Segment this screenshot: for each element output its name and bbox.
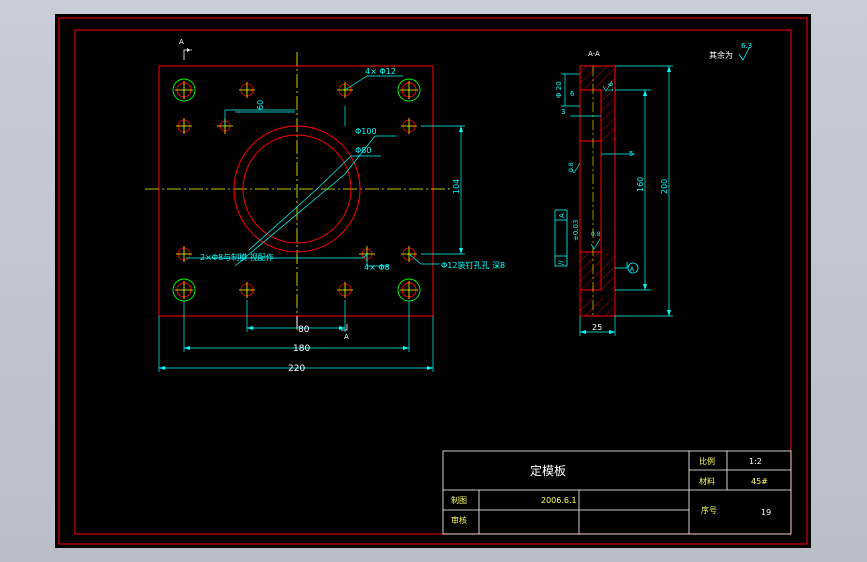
- svg-text:其余为: 其余为: [709, 50, 733, 60]
- hatch-upper: [601, 90, 615, 141]
- inner-frame: [74, 29, 792, 535]
- small-holes: [175, 81, 418, 299]
- section-mark-bottom: A: [296, 316, 349, 341]
- checked-label: 审核: [451, 515, 467, 525]
- corner-hole: [172, 78, 196, 102]
- svg-text:A: A: [344, 333, 349, 341]
- note-bore-outer: Φ100: [355, 127, 377, 136]
- dim-60: 60: [256, 100, 265, 110]
- section-dimension-arrows: [580, 66, 671, 334]
- datum-symbol: A: [615, 262, 639, 274]
- roughness-symbol-icon: [602, 80, 613, 92]
- drawn-date: 2006.6.1: [541, 496, 577, 505]
- dim-160: 160: [636, 177, 645, 192]
- dim-220: 220: [288, 364, 305, 374]
- section-view: A-A 200 160 25 Φ 20 3 6 5: [554, 50, 673, 336]
- hatch-bottom: [580, 298, 615, 316]
- scale-value: 1:2: [749, 457, 762, 466]
- svg-text:A: A: [558, 213, 566, 218]
- svg-text:A: A: [179, 38, 184, 46]
- note-dowel: 2×Φ8与制模 视配作: [200, 252, 274, 262]
- note-4x-phi8: 4× Φ8: [364, 263, 390, 272]
- plan-view: A A 4× Φ12 Φ100 Φ80 2×Φ8与制模 视配作 4× Φ8 Φ1…: [145, 38, 505, 374]
- section-roughness-marks: 1.6 0.8 0.8: [568, 80, 615, 250]
- plan-dimension-lines: [158, 111, 465, 372]
- material-value: 45#: [751, 477, 768, 486]
- dim-phi20: Φ 20: [555, 81, 563, 98]
- svg-text://: //: [557, 260, 565, 265]
- dim-180: 180: [293, 344, 310, 354]
- dim-200: 200: [660, 179, 669, 194]
- section-mark-top: A: [179, 38, 192, 60]
- section-label: A-A: [588, 50, 600, 58]
- dim-80: 80: [298, 325, 310, 335]
- drawn-label: 制图: [451, 495, 467, 505]
- roughness-note: 其余为 6.3: [709, 42, 752, 61]
- plate-outline: [158, 65, 434, 317]
- title-block: 定模板 比例 1:2 材料 45# 制图 2006.6.1 审核 序号 19: [442, 450, 792, 535]
- plan-dimension-arrows: [159, 126, 463, 370]
- dim-25: 25: [592, 323, 602, 332]
- hatch-lower: [580, 252, 615, 290]
- seq-label: 序号: [701, 505, 717, 515]
- dim-104: 104: [452, 179, 461, 194]
- svg-text:0.8: 0.8: [568, 162, 575, 172]
- svg-text:±0.03: ±0.03: [572, 220, 580, 241]
- svg-text:0.8: 0.8: [591, 231, 601, 238]
- leader-lines: [186, 75, 439, 267]
- dim-3: 3: [561, 108, 565, 116]
- drawing-viewport[interactable]: 其余为 6.3: [55, 14, 811, 548]
- part-name: 定模板: [530, 463, 566, 478]
- section-dimension-lines: [561, 65, 673, 336]
- note-4x-phi12: 4× Φ12: [365, 67, 396, 76]
- tolerance-frame: // ±0.03 A: [554, 209, 580, 267]
- note-tapped: Φ12装钉孔孔 深8: [441, 260, 505, 270]
- outer-frame: [58, 17, 808, 545]
- bore-inner-circle: [242, 134, 352, 244]
- svg-text:1.6: 1.6: [608, 82, 615, 92]
- scale-label: 比例: [699, 456, 715, 466]
- bore-outer-circle: [233, 125, 361, 253]
- roughness-symbol-icon: [590, 238, 601, 250]
- svg-text:A: A: [630, 266, 635, 273]
- note-bore-inner: Φ80: [355, 146, 371, 155]
- dim-5: 5: [629, 150, 633, 158]
- roughness-symbol-icon: [738, 47, 750, 61]
- material-label: 材料: [699, 476, 715, 486]
- drawing-canvas: 其余为 6.3: [58, 17, 808, 545]
- roughness-symbol-icon: [570, 162, 581, 174]
- seq-value: 19: [761, 508, 771, 517]
- dim-6: 6: [570, 90, 575, 98]
- corner-hole: [397, 78, 421, 102]
- svg-text:6.3: 6.3: [741, 42, 752, 50]
